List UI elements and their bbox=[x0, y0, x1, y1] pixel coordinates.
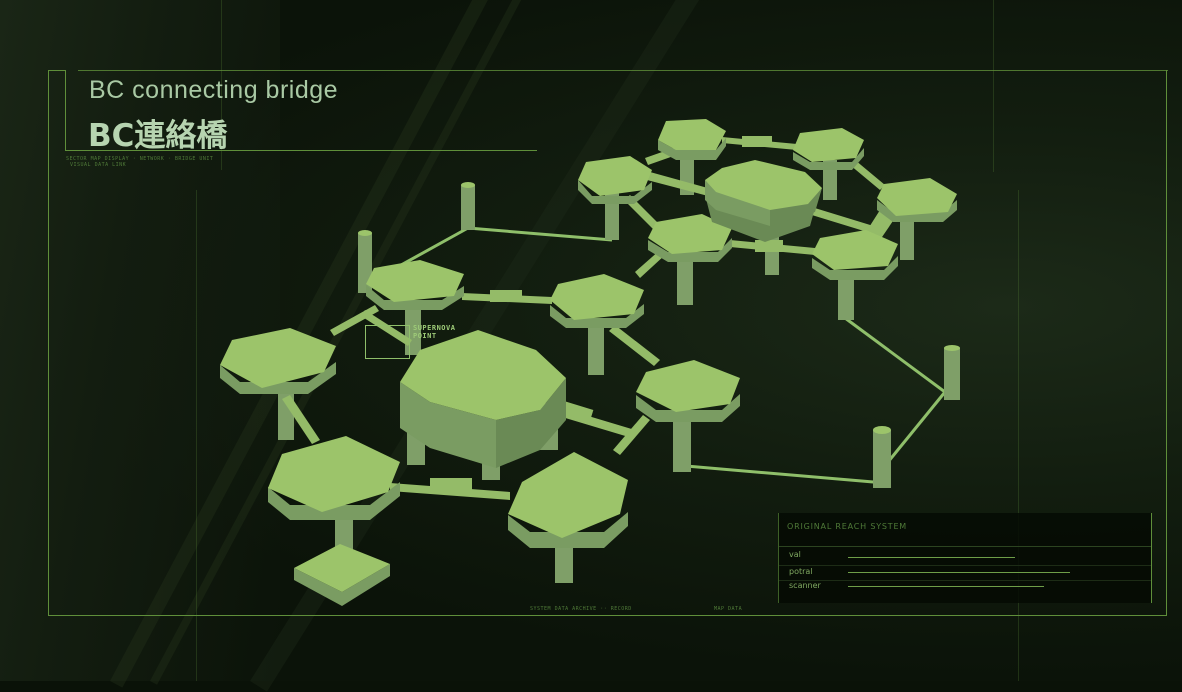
row-divider bbox=[779, 565, 1151, 566]
platform-hex bbox=[366, 260, 464, 310]
title-subtext: SECTOR MAP DISPLAY · NETWORK · BRIDGE UN… bbox=[66, 156, 214, 162]
frame-left bbox=[48, 70, 49, 616]
row-divider bbox=[779, 580, 1151, 581]
platform-hex bbox=[220, 328, 336, 394]
supernova-point-label: SUPERNOVA POINT bbox=[413, 324, 455, 340]
row-label-potral: potral bbox=[789, 567, 813, 576]
reach-system-panel: ORIGINAL REACH SYSTEM val potral scanner bbox=[778, 513, 1152, 603]
frame-top-left bbox=[48, 70, 65, 71]
marker-label-line1: SUPERNOVA bbox=[413, 324, 456, 332]
platforms bbox=[220, 119, 957, 606]
row-label-val: val bbox=[789, 550, 801, 559]
platform-hex bbox=[550, 274, 644, 328]
row-bar-val bbox=[848, 557, 1015, 558]
platform-hex bbox=[658, 119, 726, 160]
platform-large-block bbox=[705, 160, 822, 242]
row-label-scanner: scanner bbox=[789, 581, 821, 590]
location-title-english: BC connecting bridge bbox=[89, 76, 339, 104]
platform-hex bbox=[578, 156, 652, 204]
footer-caption-right: MAP DATA bbox=[714, 606, 743, 612]
guide-line bbox=[993, 0, 994, 172]
row-bar-scanner bbox=[848, 586, 1044, 587]
frame-right bbox=[1166, 70, 1167, 616]
row-bar-potral bbox=[848, 572, 1070, 573]
platform-square bbox=[294, 544, 390, 606]
title-bracket-left bbox=[65, 70, 66, 150]
panel-divider bbox=[779, 546, 1151, 547]
platform-hex bbox=[508, 452, 628, 548]
guide-line bbox=[196, 190, 197, 681]
platform-hex bbox=[268, 436, 400, 520]
platform-hex bbox=[812, 230, 898, 280]
platform-hex bbox=[793, 128, 864, 170]
guide-line bbox=[1018, 190, 1019, 681]
platform-hex bbox=[636, 360, 740, 422]
frame-bottom bbox=[48, 615, 1167, 616]
title-underline bbox=[65, 150, 537, 151]
marker-label-line2: POINT bbox=[413, 332, 437, 340]
rail-posts bbox=[358, 182, 960, 488]
supernova-point-marker[interactable] bbox=[365, 325, 410, 359]
location-title-japanese: BC連絡橋 bbox=[88, 118, 228, 154]
panel-title: ORIGINAL REACH SYSTEM bbox=[787, 522, 908, 531]
frame-top bbox=[78, 70, 1168, 71]
platform-hex bbox=[877, 178, 957, 222]
footer-caption-left: SYSTEM DATA ARCHIVE ·· RECORD bbox=[530, 606, 632, 612]
platform-large-block bbox=[400, 330, 566, 468]
platform-hex bbox=[648, 214, 732, 262]
title-subtext-2: VISUAL DATA LINK bbox=[70, 162, 127, 168]
guide-line bbox=[221, 0, 222, 170]
